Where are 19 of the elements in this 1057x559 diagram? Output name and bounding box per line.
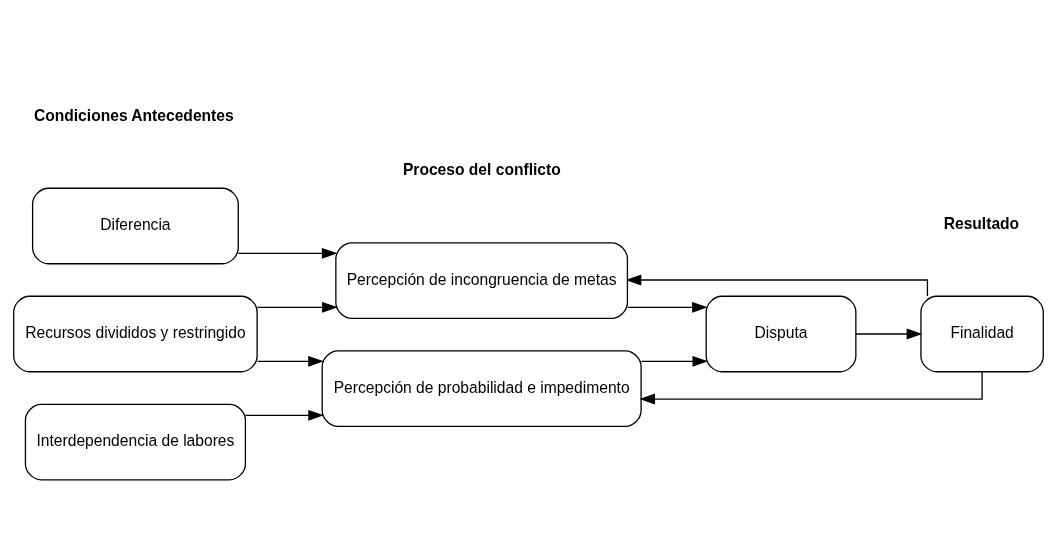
arrow — [256, 355, 324, 367]
arrow — [640, 355, 709, 367]
node-box: Percepción de incongruencia de metas — [335, 241, 629, 319]
node-box: Percepción de probabilidad e impedimento — [321, 349, 642, 427]
arrow — [237, 247, 338, 259]
node-box: Diferencia — [31, 187, 239, 264]
node-box: Recursos divididos y restringido — [13, 295, 258, 372]
label: Resultado — [943, 214, 1020, 232]
node-box: Interdependencia de labores — [24, 403, 247, 480]
arrow — [244, 409, 324, 421]
arrow — [625, 274, 929, 297]
node-box: Disputa — [705, 295, 857, 372]
label: Proceso del conflicto — [402, 160, 561, 178]
arrow — [855, 328, 923, 339]
node-box: Finalidad — [920, 295, 1044, 372]
label: Condiciones Antecedentes — [33, 106, 234, 124]
arrow — [639, 370, 983, 405]
arrow — [256, 301, 338, 313]
arrow — [627, 301, 708, 313]
